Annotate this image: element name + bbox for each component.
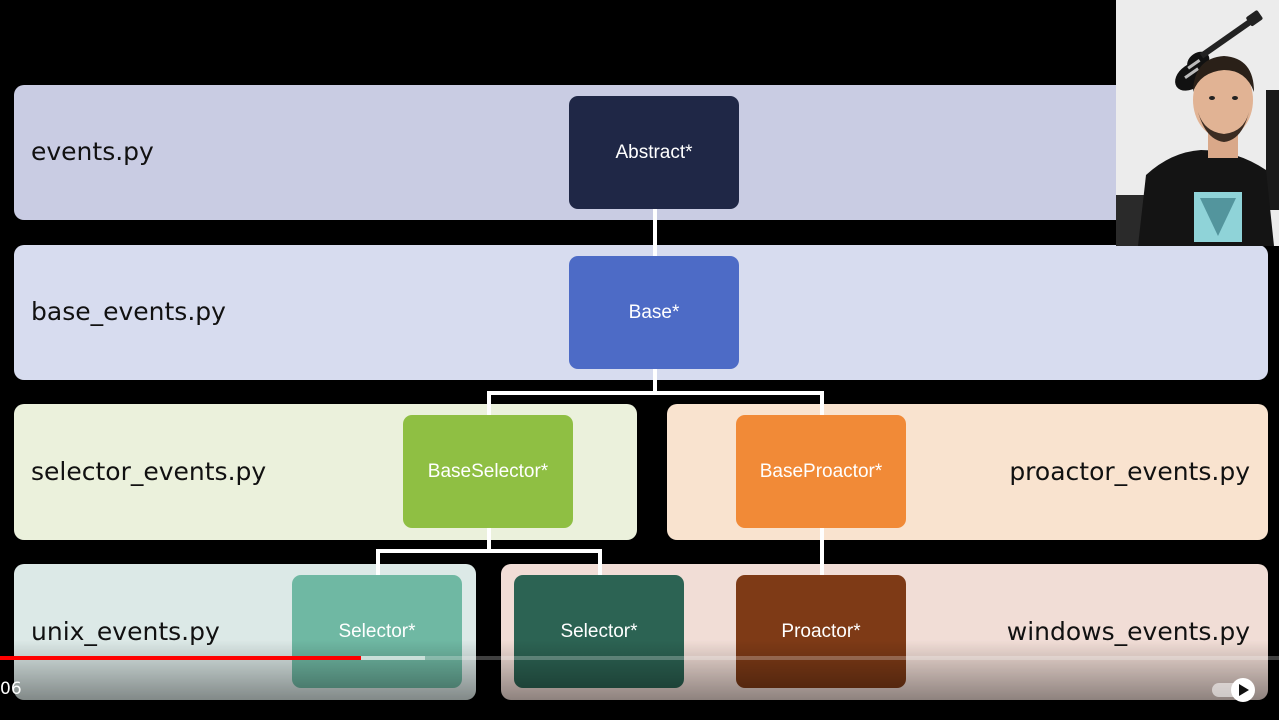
presenter-image — [1116, 0, 1279, 246]
node-baseselector: BaseSelector* — [403, 415, 573, 528]
label-selector-events-py: selector_events.py — [31, 457, 267, 486]
connector-baseproactor-proactor — [820, 528, 824, 576]
connector-to-baseselector — [487, 391, 491, 416]
connector-to-unix-selector — [376, 549, 380, 576]
label-proactor-events-py: proactor_events.py — [1009, 457, 1250, 486]
progress-bar[interactable] — [0, 656, 1279, 660]
connector-abstract-base — [653, 209, 657, 257]
player-controls-gradient — [0, 640, 1279, 720]
connector-base-down — [653, 369, 657, 393]
label-base-events-py: base_events.py — [31, 297, 226, 326]
time-display: 06 — [0, 679, 22, 699]
webcam-video — [1116, 0, 1279, 246]
connector-to-windows-selector — [598, 549, 602, 576]
autoplay-toggle[interactable] — [1212, 678, 1256, 702]
connector-to-baseproactor — [820, 391, 824, 416]
label-events-py: events.py — [31, 137, 154, 166]
connector-baseselector-down — [487, 528, 491, 551]
progress-played — [0, 656, 361, 660]
node-abstract: Abstract* — [569, 96, 739, 209]
connector-selector-branch — [376, 549, 602, 553]
node-baseproactor: BaseProactor* — [736, 415, 906, 528]
node-base: Base* — [569, 256, 739, 369]
connector-base-branch — [487, 391, 824, 395]
autoplay-toggle-icon — [1212, 678, 1255, 702]
